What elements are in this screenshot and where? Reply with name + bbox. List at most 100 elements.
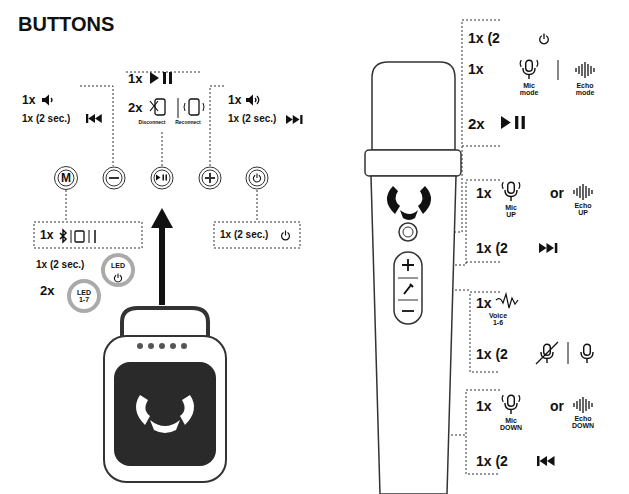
drawing-part xyxy=(581,344,593,363)
drawing-part xyxy=(501,116,525,129)
drawing-part xyxy=(114,273,121,282)
drawing-part xyxy=(86,114,102,123)
drawing-part xyxy=(214,222,300,248)
drawing-part xyxy=(202,170,218,186)
drawing-part xyxy=(150,72,172,84)
speaker-icons xyxy=(42,72,303,243)
press-count: 1x (2 xyxy=(476,241,508,255)
drawing-part xyxy=(387,186,431,220)
microphone-drawing xyxy=(365,62,461,494)
source-icons xyxy=(60,230,95,243)
caption-label: Mic mode xyxy=(520,82,539,96)
speaker-drawing xyxy=(104,308,226,482)
drawing-part xyxy=(60,230,66,242)
drawing-part xyxy=(558,60,559,80)
drawing-part xyxy=(75,231,84,242)
drawing-part xyxy=(257,190,258,222)
node-text: M xyxy=(61,172,71,184)
drawing-part xyxy=(536,342,558,364)
press-count: 1x xyxy=(228,94,241,106)
drawing-part xyxy=(34,222,142,248)
drawing-part xyxy=(109,177,119,179)
led-indicator: LED xyxy=(101,253,135,287)
node-text: LED 1-7 xyxy=(77,289,91,303)
drawing-part xyxy=(246,167,268,189)
drawing-part xyxy=(199,167,221,189)
node-text: LED xyxy=(111,262,125,269)
mic-icons xyxy=(496,34,594,467)
mode-button: M xyxy=(54,166,78,190)
drawing-part xyxy=(502,182,520,201)
press-count: or xyxy=(550,399,564,413)
drawing-part xyxy=(136,395,194,433)
press-count: 1x (2 sec.) xyxy=(228,114,276,124)
drawing-part xyxy=(151,167,173,189)
led-indicator: LED 1-7 xyxy=(67,279,101,313)
press-count: 1x (2 sec.) xyxy=(36,260,84,270)
drawing-part xyxy=(574,397,592,413)
drawing-part xyxy=(520,60,538,79)
drawing-part xyxy=(282,230,290,239)
drawing-part xyxy=(496,294,518,308)
press-count: or xyxy=(550,186,564,200)
drawing-part xyxy=(537,456,555,466)
drawing-part xyxy=(365,150,461,176)
press-count: 1x (2 sec.) xyxy=(22,114,70,124)
drawing-part xyxy=(104,336,226,482)
caption-label: Echo mode xyxy=(576,82,595,96)
drawing-part xyxy=(205,173,215,183)
drawing-part xyxy=(106,170,122,186)
press-count: 1x xyxy=(468,62,484,76)
drawing-part xyxy=(210,86,224,166)
drawing-part xyxy=(402,259,414,271)
drawing-part xyxy=(159,343,165,349)
drawing-part xyxy=(502,395,520,414)
drawing-part xyxy=(394,252,422,324)
drawing-part xyxy=(246,95,259,106)
press-count: 1x (2 xyxy=(476,454,508,468)
press-count: 1x xyxy=(128,72,142,85)
drawing-part xyxy=(568,342,569,364)
press-count: 1x xyxy=(476,296,492,310)
drawing-part xyxy=(178,98,179,118)
drawing-part xyxy=(150,101,158,111)
drawing-part xyxy=(89,230,90,243)
drawing-part xyxy=(184,103,204,111)
caption-label: Mic UP xyxy=(505,204,517,218)
press-count: 2x xyxy=(128,101,142,114)
drawing-part xyxy=(42,95,52,106)
drawing-part xyxy=(137,343,143,349)
drawing-part xyxy=(126,72,200,166)
drawing-part xyxy=(103,167,125,189)
drawing-part xyxy=(58,170,74,186)
press-count: 1x xyxy=(40,229,53,241)
drawing-part xyxy=(539,243,557,253)
drawing-part xyxy=(576,62,594,78)
drawing-part xyxy=(66,190,67,222)
drawing-part xyxy=(181,343,187,349)
drawing-part xyxy=(151,208,173,228)
drawing-part xyxy=(402,310,414,312)
drawing-part xyxy=(403,227,413,237)
press-count: 2x xyxy=(40,284,54,297)
drawing-part xyxy=(154,170,170,186)
drawing-part xyxy=(156,175,167,181)
drawing-part xyxy=(286,115,303,124)
drawing-part xyxy=(399,223,417,241)
drawing-part xyxy=(404,284,413,294)
drawing-part xyxy=(253,173,260,182)
title: BUTTONS xyxy=(18,14,114,34)
caption-label: Echo UP xyxy=(574,202,591,216)
caption-label: Echo DOWN xyxy=(572,415,594,429)
drawing-part xyxy=(80,86,113,166)
drawing-part xyxy=(540,34,549,44)
drawing-part xyxy=(103,255,133,285)
drawing-part xyxy=(249,170,265,186)
drawing-part xyxy=(69,281,99,311)
caption-label: Disconnect xyxy=(139,120,166,125)
drawing-part xyxy=(159,225,165,305)
drawing-part xyxy=(371,176,456,494)
phone-icons xyxy=(150,98,204,118)
drawing-part xyxy=(94,230,96,243)
